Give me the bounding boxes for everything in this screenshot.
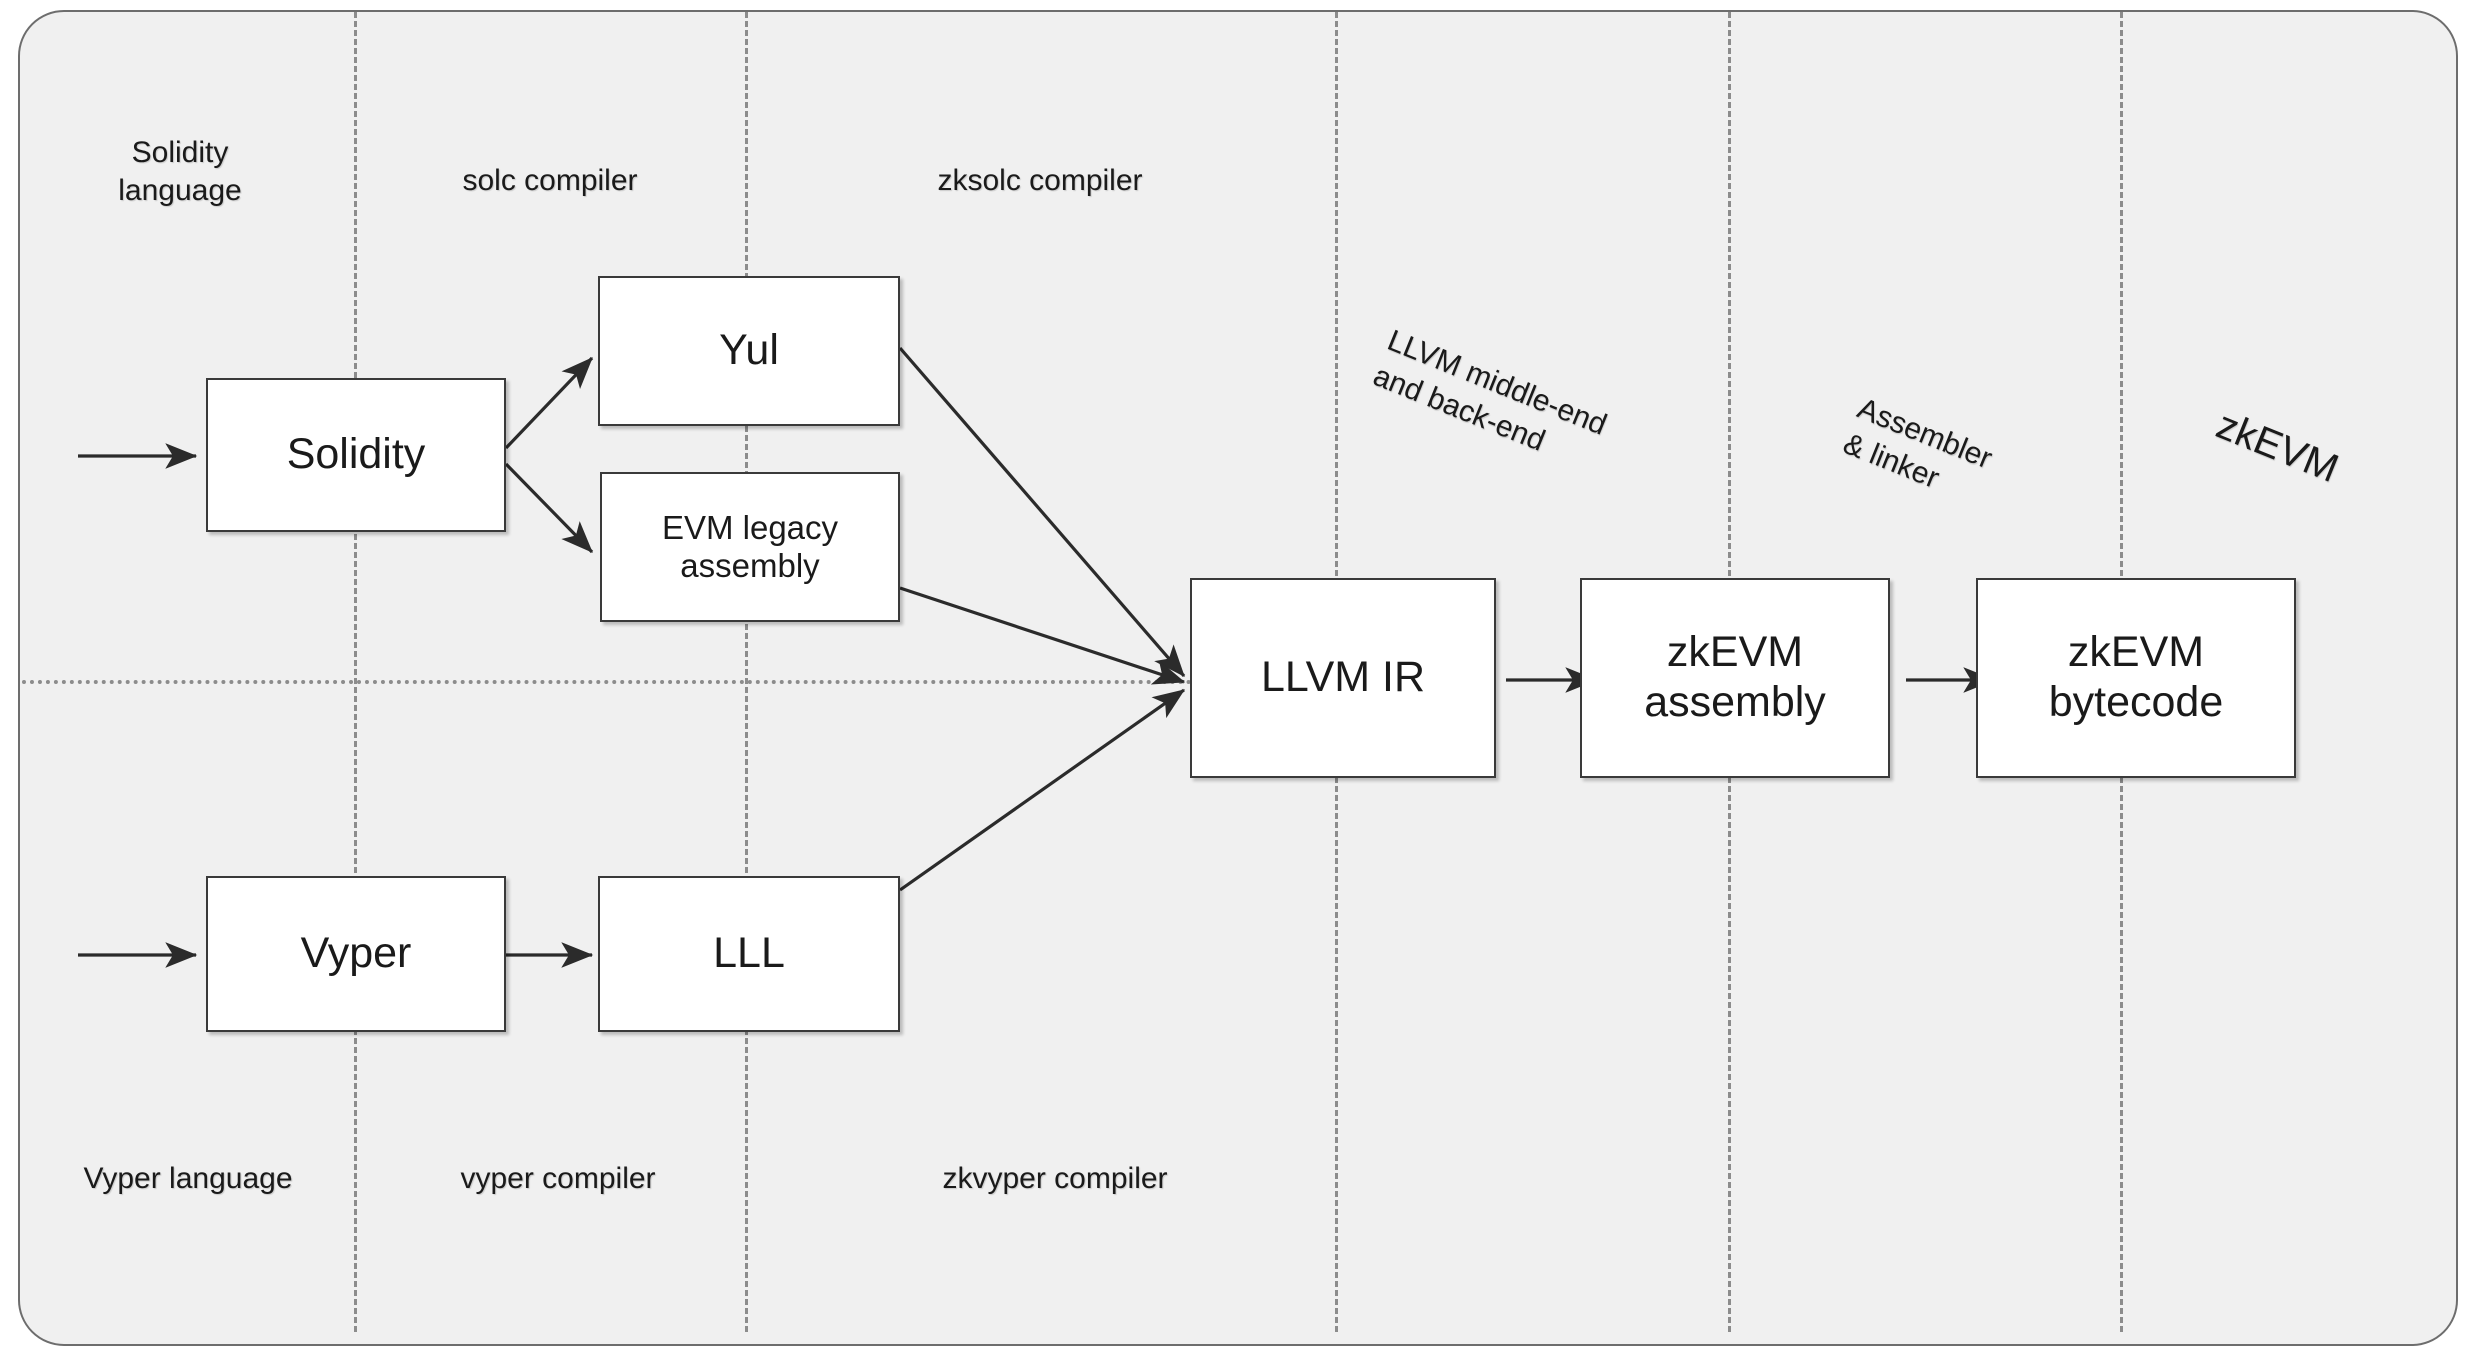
label-zksolc-compiler: zksolc compiler bbox=[937, 164, 1143, 197]
node-vyper[interactable]: Vyper bbox=[206, 876, 506, 1032]
label-vyper-compiler: vyper compiler bbox=[460, 1162, 656, 1195]
node-zkevm-bytecode[interactable]: zkEVM bytecode bbox=[1976, 578, 2296, 778]
label-zkvyper-compiler: zkvyper compiler bbox=[942, 1162, 1168, 1195]
track-divider bbox=[22, 680, 1192, 684]
node-lll[interactable]: LLL bbox=[598, 876, 900, 1032]
label-vyper-language: Vyper language bbox=[83, 1162, 293, 1195]
node-yul[interactable]: Yul bbox=[598, 276, 900, 426]
label-solc-compiler: solc compiler bbox=[462, 164, 638, 197]
label-solidity-language: Solidity language bbox=[118, 136, 242, 208]
node-solidity[interactable]: Solidity bbox=[206, 378, 506, 532]
stage-divider-1 bbox=[354, 12, 357, 1332]
node-llvm-ir[interactable]: LLVM IR bbox=[1190, 578, 1496, 778]
node-evm-legacy-assembly[interactable]: EVM legacy assembly bbox=[600, 472, 900, 622]
node-zkevm-assembly[interactable]: zkEVM assembly bbox=[1580, 578, 1890, 778]
stage-divider-2 bbox=[745, 12, 748, 1332]
